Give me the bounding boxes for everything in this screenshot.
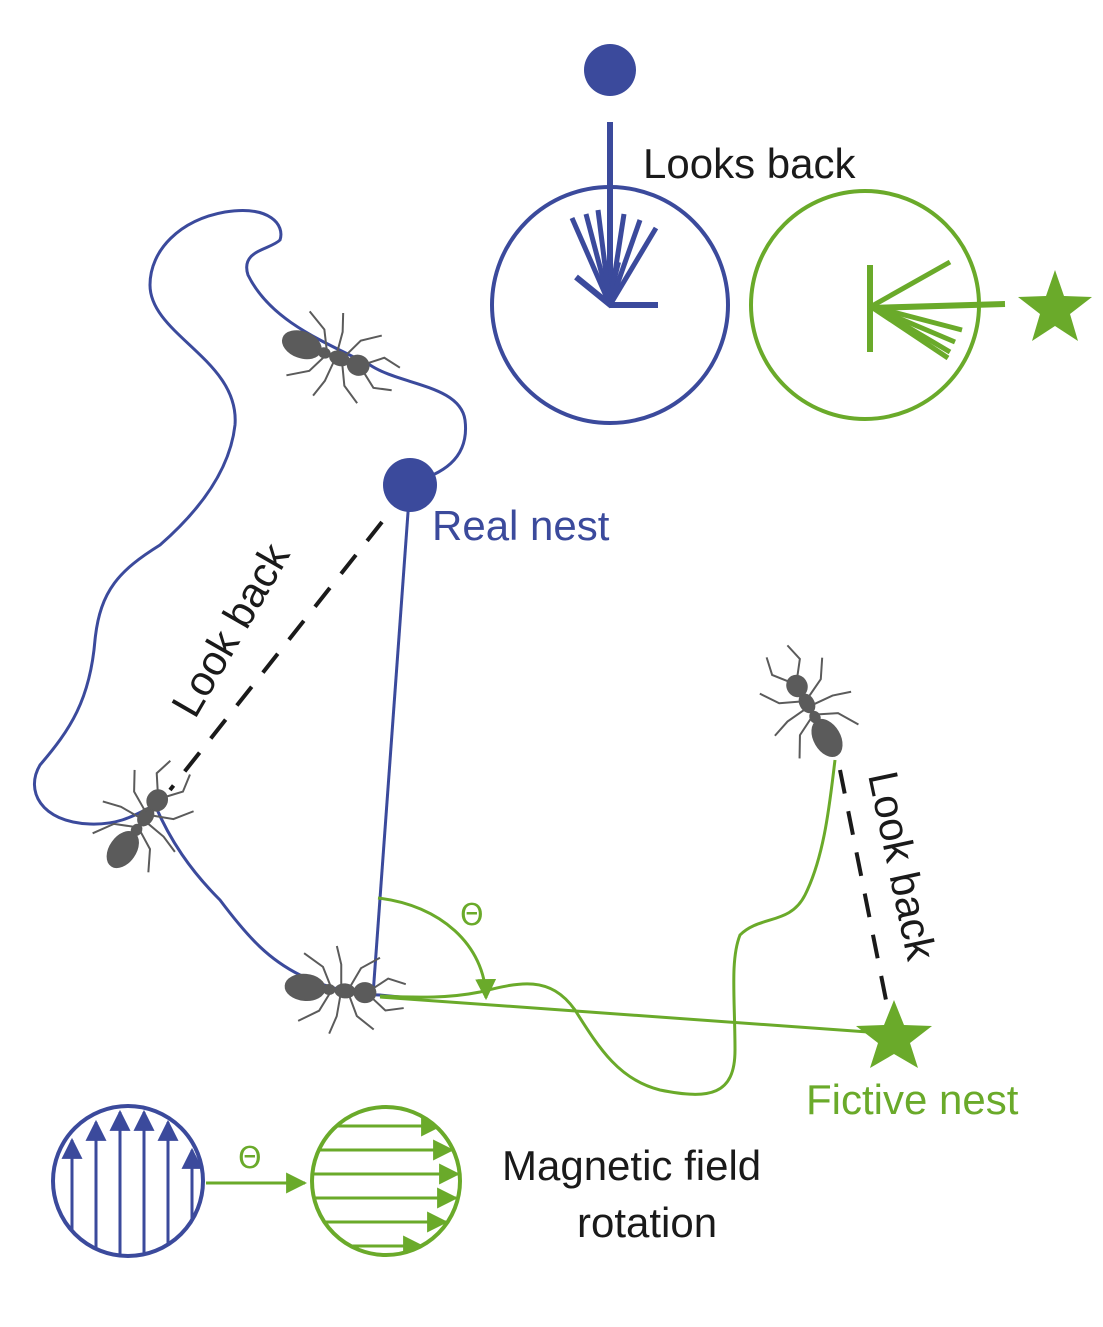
theta-label-main: Θ — [460, 898, 484, 933]
fictive-nest-vector — [379, 995, 883, 1035]
looks-back-label: Looks back — [643, 140, 856, 187]
ant-icon — [280, 940, 410, 1041]
ant-icon — [737, 628, 877, 779]
green-looks-back-circle — [749, 189, 1006, 421]
real-nest-marker — [383, 458, 437, 512]
look-back-label-left: Look back — [162, 534, 299, 724]
real-nest-vector — [371, 484, 412, 996]
fictive-path-trail — [379, 759, 837, 1096]
magnetic-field-original — [51, 1104, 205, 1258]
magnetic-field-rotated — [310, 1105, 462, 1257]
real-nest-label: Real nest — [432, 502, 610, 549]
look-back-dashed-left — [168, 520, 384, 792]
fictive-nest-marker — [856, 1000, 932, 1068]
fictive-nest-label: Fictive nest — [806, 1076, 1019, 1123]
rotation-label: rotation — [577, 1199, 717, 1246]
ant-icon — [74, 741, 218, 893]
fictive-nest-star-inset — [1018, 270, 1092, 341]
ant-icon — [266, 295, 412, 422]
magnetic-field-label: Magnetic field — [502, 1142, 761, 1189]
blue-looks-back-circle — [490, 122, 730, 425]
theta-arc — [377, 896, 497, 1001]
theta-label-legend: Θ — [238, 1141, 262, 1176]
real-nest-marker-inset — [584, 44, 636, 96]
